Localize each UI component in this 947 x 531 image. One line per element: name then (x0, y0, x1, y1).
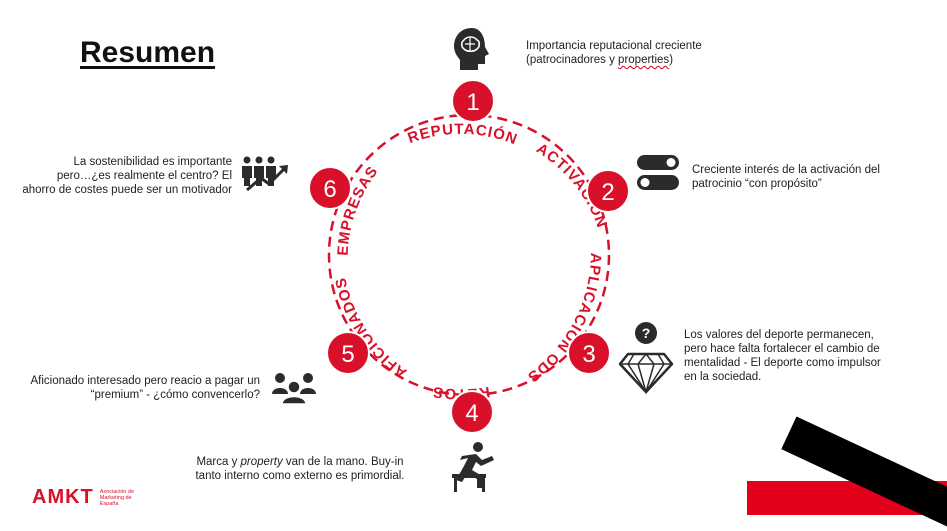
node-3: 3 (567, 331, 611, 375)
node-4-description: Marca y property van de la mano. Buy-in … (195, 456, 405, 482)
page-title: Resumen (80, 36, 216, 69)
group-people-icon (272, 373, 316, 405)
svg-text:?: ? (642, 325, 651, 341)
node-5: 5 (326, 331, 370, 375)
amkt-logo: AMKT Asociación de Marketing de España (32, 486, 140, 509)
diamond-question-icon: ? (618, 322, 674, 395)
node-2-description: Creciente interés de la activación del p… (692, 164, 880, 190)
node-2: 2 (586, 169, 630, 213)
node-3-description: Los valores del deporte permanecen, pero… (684, 329, 881, 383)
logo-mark: AMKT (32, 486, 94, 508)
node-5-number: 5 (341, 341, 354, 368)
brain-head-icon (454, 28, 489, 70)
node-6-number: 6 (323, 176, 336, 203)
ring-label-reputacion: REPUTACIÓN (406, 121, 520, 149)
node-2-number: 2 (601, 179, 614, 206)
node-1-description: Importancia reputacional creciente (patr… (526, 40, 702, 66)
node-3-number: 3 (582, 341, 595, 368)
node-1: 1 (451, 79, 495, 123)
people-growth-icon (242, 156, 288, 192)
node-4: 4 (450, 390, 494, 434)
node-1-number: 1 (466, 89, 479, 116)
node-4-number: 4 (465, 400, 478, 427)
hurdler-icon (452, 442, 494, 492)
node-5-description: Aficionado interesado pero reacio a paga… (30, 375, 260, 401)
toggle-switches-icon (637, 155, 679, 190)
node-6-description: La sostenibilidad es importante pero…¿es… (22, 156, 232, 196)
logo-subtitle: Asociación de Marketing de España (99, 488, 135, 507)
node-6: 6 (308, 166, 352, 210)
